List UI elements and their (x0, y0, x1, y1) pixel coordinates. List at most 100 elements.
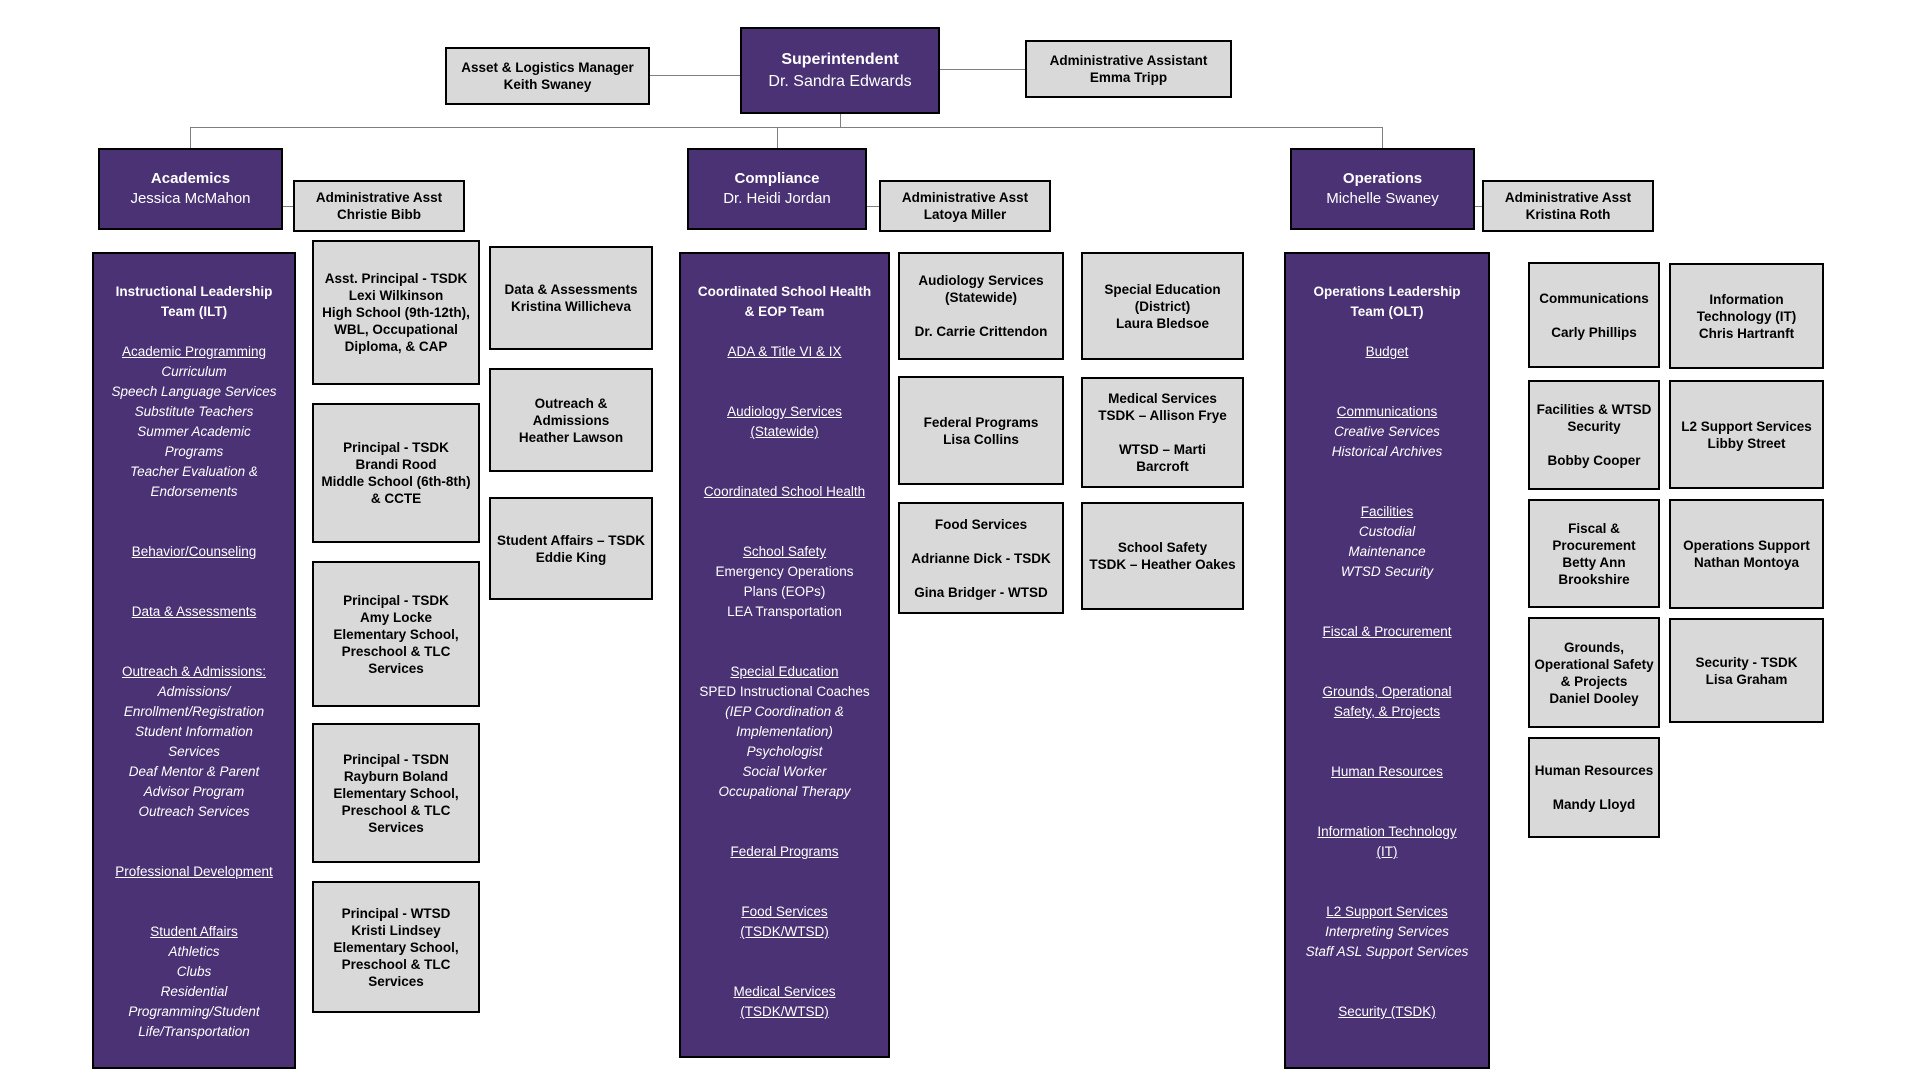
division-title: Academics (150, 170, 231, 187)
org-text-line: Athletics (168, 944, 220, 959)
org-text-line: Administrative Asst (315, 190, 443, 205)
org-text-line: Operations Support (1683, 538, 1810, 553)
org-text-line: Preschool & TLC (341, 643, 451, 659)
org-text-line (681, 642, 888, 662)
org-text-line (1286, 982, 1488, 1002)
org-text-line: Services (368, 819, 424, 835)
org-text-line: Nathan Montoya (1693, 555, 1799, 570)
org-text-line: Emma Tripp (1089, 70, 1168, 85)
org-text-line (681, 462, 888, 482)
org-text-line: Heather Lawson (518, 429, 624, 445)
org-text-line: (IEP Coordination & (725, 704, 844, 719)
org-text-line: Team (OLT) (1350, 304, 1424, 319)
division-head-name: Jessica McMahon (130, 190, 251, 207)
org-text-line: Kristina Roth (1525, 207, 1611, 222)
org-link[interactable]: Food Services (741, 904, 828, 919)
org-text-line (1286, 782, 1488, 802)
org-text-line: Middle School (6th-8th) (321, 474, 471, 489)
division-head-name: Michelle Swaney (1326, 190, 1439, 207)
connector-line (840, 114, 841, 127)
connector-line (190, 127, 1382, 128)
org-text-line: Elementary School, (333, 939, 459, 955)
org-text-line: Custodial (1358, 524, 1416, 539)
org-link[interactable]: Academic Programming (121, 344, 267, 359)
org-text-line (94, 322, 294, 342)
org-text-line (681, 942, 888, 962)
org-link[interactable]: School Safety (742, 544, 827, 559)
division-head-name: Dr. Heidi Jordan (723, 190, 831, 207)
org-text-line: Life/Transportation (138, 1024, 250, 1039)
org-link[interactable]: Coordinated School Health (703, 484, 866, 499)
org-text-line: Outreach Services (138, 804, 250, 819)
connector-line (1382, 127, 1383, 148)
org-text-line (94, 622, 294, 642)
org-link[interactable]: Fiscal & Procurement (1322, 624, 1452, 639)
org-link[interactable]: (IT) (1376, 844, 1398, 859)
org-link[interactable]: Medical Services (733, 984, 836, 999)
org-link[interactable]: Information Technology (1317, 824, 1457, 839)
org-link[interactable]: Audiology Services (727, 404, 842, 419)
org-text-line: Psychologist (746, 744, 823, 759)
org-link[interactable]: Special Education (730, 664, 839, 679)
org-text-line: Residential (160, 984, 228, 999)
org-text-line: Rayburn Boland (343, 768, 449, 784)
org-link[interactable]: Grounds, Operational (1322, 684, 1452, 699)
org-link[interactable]: ADA & Title VI & IX (727, 344, 842, 359)
org-text-line (1286, 862, 1488, 882)
superintendent-name: Dr. Sandra Edwards (768, 72, 912, 90)
org-text-line (1286, 382, 1488, 402)
org-text-line: (Statewide) (944, 290, 1017, 305)
org-text-line: Lisa Collins (943, 431, 1019, 447)
org-text-line (94, 642, 294, 662)
org-text-line: Data & Assessments (504, 282, 638, 297)
org-text-line (681, 382, 888, 402)
org-text-line (94, 582, 294, 602)
org-text-line: Libby Street (1707, 435, 1786, 451)
org-link[interactable]: Communications (1336, 404, 1438, 419)
node-superintendent: Superintendent Dr. Sandra Edwards (740, 27, 940, 114)
connector-line (940, 69, 1025, 70)
org-text-line: Historical Archives (1331, 444, 1443, 459)
org-text-line (681, 802, 888, 822)
org-link[interactable]: L2 Support Services (1326, 904, 1448, 919)
org-link[interactable]: Federal Programs (730, 844, 839, 859)
node-special-education-district: Special Education(District)Laura Bledsoe (1081, 252, 1244, 360)
org-text-line: Kristi Lindsey (351, 922, 441, 938)
org-text-line: Christie Bibb (336, 207, 421, 222)
org-text-line: Clubs (176, 964, 212, 979)
org-link[interactable]: Facilities (1360, 504, 1414, 519)
org-link[interactable]: (TSDK/WTSD) (740, 1004, 829, 1019)
org-text-line (681, 862, 888, 882)
org-link[interactable]: Outreach & Admissions: (121, 664, 267, 679)
org-text-line (94, 842, 294, 862)
org-text-line: Betty Ann (1562, 554, 1626, 570)
org-text-line (902, 533, 1060, 550)
org-text-line: Coordinated School Health (697, 284, 872, 299)
org-text-line (94, 902, 294, 922)
org-link[interactable]: Behavior/Counseling (131, 544, 257, 559)
org-text-line: Kristina Willicheva (511, 299, 631, 314)
org-text-line: Principal - TSDN (343, 751, 449, 767)
org-text-line (681, 822, 888, 842)
org-link[interactable]: Human Resources (1331, 764, 1443, 779)
org-link[interactable]: Safety, & Projects (1333, 704, 1441, 719)
org-link[interactable]: (Statewide) (750, 424, 819, 439)
org-link[interactable]: Budget (1365, 344, 1409, 359)
org-link[interactable]: Student Affairs (150, 924, 238, 939)
org-text-line (94, 562, 294, 582)
connector-line (283, 206, 293, 207)
org-link[interactable]: Professional Development (115, 864, 273, 879)
org-text-line: Creative Services (1334, 424, 1440, 439)
org-link[interactable]: Data & Assessments (131, 604, 257, 619)
org-link[interactable]: Security (TSDK) (1338, 1004, 1436, 1019)
org-text-line (94, 502, 294, 522)
org-text-line: Human Resources (1534, 763, 1654, 778)
org-link[interactable]: (TSDK/WTSD) (740, 924, 829, 939)
org-text-line (1286, 362, 1488, 382)
org-text-line: Implementation) (736, 724, 833, 739)
connector-line (1473, 206, 1482, 207)
org-text-line: Food Services (934, 516, 1028, 532)
